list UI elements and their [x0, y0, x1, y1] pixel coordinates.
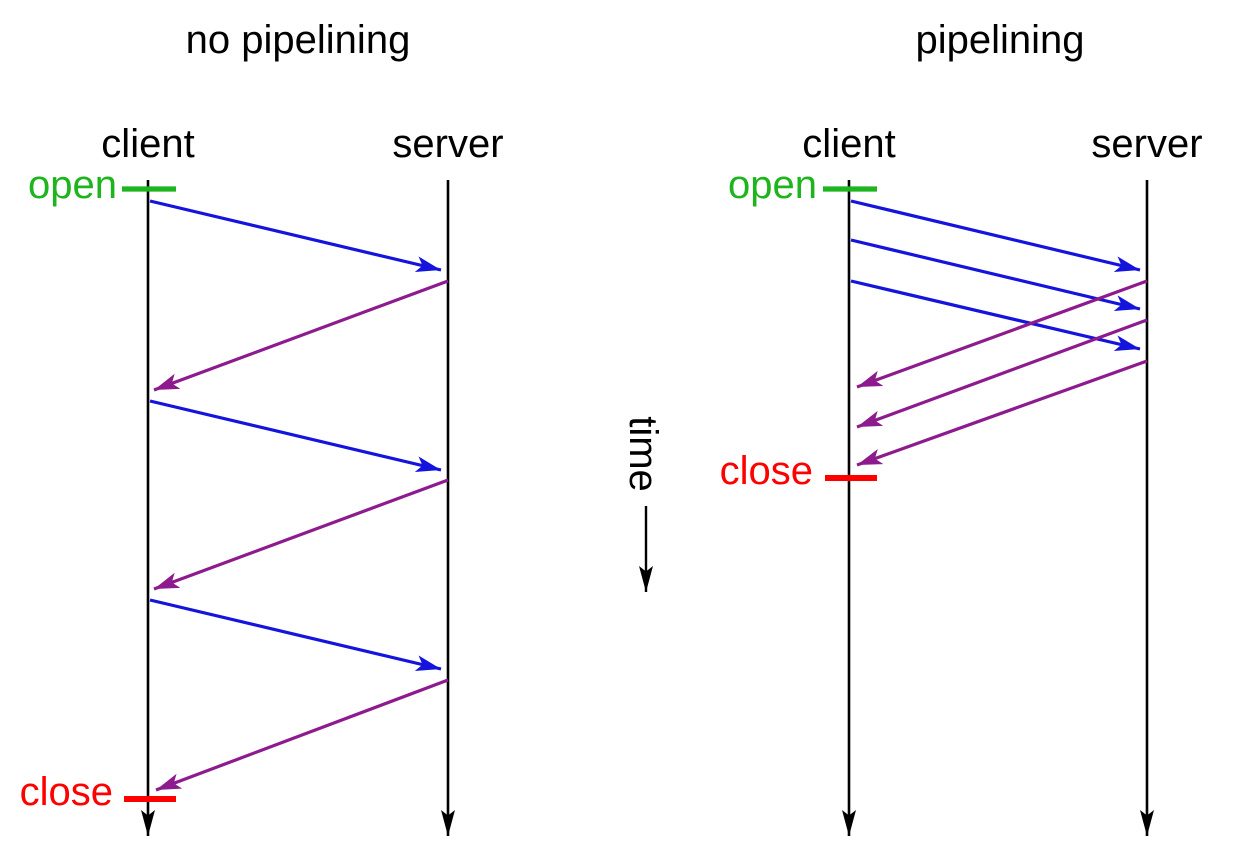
panel-title-no-pipelining: no pipelining: [185, 18, 411, 62]
close-label-right: close: [719, 449, 813, 493]
close-label-left: close: [19, 770, 113, 814]
panel-title-pipelining: pipelining: [915, 18, 1085, 62]
response-arrow-2-no-pipelining: [153, 478, 449, 591]
request-arrow-3-no-pipelining: [149, 598, 442, 672]
request-arrow-2-pipelining: [850, 238, 1141, 311]
request-arrow-1-no-pipelining: [149, 199, 442, 273]
actor-label-client-right: client: [802, 122, 896, 166]
response-arrow-3-pipelining: [856, 359, 1148, 467]
request-arrow-3-pipelining: [850, 279, 1141, 352]
request-arrow-1-pipelining: [850, 199, 1141, 272]
response-arrow-2-pipelining: [856, 318, 1148, 429]
actor-label-client-left: client: [101, 122, 195, 166]
request-arrow-2-no-pipelining: [149, 399, 442, 473]
actor-label-server-left: server: [392, 122, 504, 166]
time-axis-label: time: [621, 416, 665, 492]
response-arrow-1-pipelining: [856, 279, 1148, 389]
response-arrow-3-no-pipelining: [155, 678, 449, 792]
open-label-right: open: [728, 163, 817, 207]
open-label-left: open: [28, 163, 117, 207]
actor-label-server-right: server: [1091, 122, 1203, 166]
response-arrow-1-no-pipelining: [153, 279, 449, 392]
